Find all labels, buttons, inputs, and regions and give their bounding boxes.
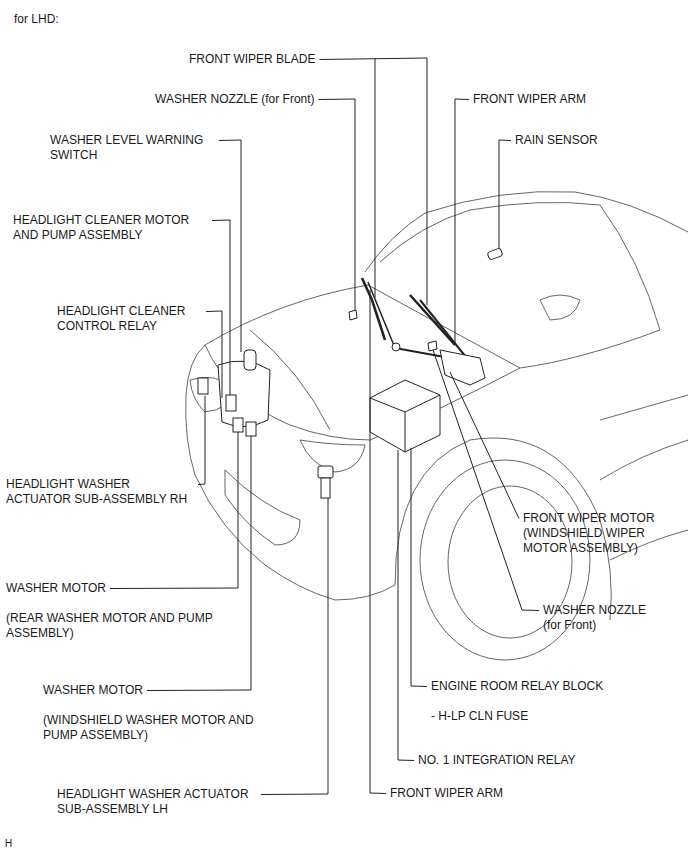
leader-line — [499, 140, 511, 248]
grille — [225, 470, 300, 545]
part-label: WASHER NOZZLE (for Front) — [155, 92, 315, 107]
part-label: FRONT WIPER ARM — [473, 92, 586, 107]
parts — [198, 248, 503, 498]
part-label: WASHER LEVEL WARNING SWITCH — [50, 133, 215, 163]
leader-line — [212, 220, 230, 395]
door-line — [600, 395, 688, 420]
washer-tank — [218, 361, 270, 427]
wiper-motor — [440, 350, 485, 385]
part-label: (WINDSHIELD WASHER MOTOR AND PUMP ASSEMB… — [43, 713, 265, 743]
leader-line — [198, 396, 205, 485]
cowl-line — [368, 285, 660, 368]
side-line — [600, 440, 688, 480]
part-label: - H-LP CLN FUSE — [431, 709, 528, 724]
bumper — [186, 345, 395, 600]
diagram-title: for LHD: — [14, 12, 59, 27]
part-label: HEADLIGHT WASHER ACTUATOR SUB-ASSEMBLY L… — [57, 787, 257, 817]
part-label: ENGINE ROOM RELAY BLOCK — [431, 679, 603, 694]
leader-line — [411, 448, 427, 687]
leader-line — [375, 58, 376, 298]
part-label: NO. 1 INTEGRATION RELAY — [418, 753, 576, 768]
filler-neck — [244, 350, 256, 370]
part-label: WASHER NOZZLE (for Front) — [543, 603, 663, 633]
washer-motor — [246, 422, 256, 436]
part-label: FRONT WIPER BLADE — [189, 52, 315, 67]
part-label: HEADLIGHT CLEANER MOTOR AND PUMP ASSEMBL… — [13, 213, 208, 243]
leader-line — [261, 498, 328, 795]
wiper-arm — [368, 282, 395, 348]
leader-line — [110, 432, 238, 589]
leader-line — [450, 372, 519, 519]
part-label: HEADLIGHT CLEANER CONTROL RELAY — [57, 304, 202, 334]
roof-line — [365, 191, 688, 272]
mirror — [540, 295, 580, 320]
wiper-blade-2 — [410, 295, 455, 345]
washer-nozzle — [349, 310, 357, 320]
part-label: WASHER MOTOR — [43, 683, 143, 698]
a-pillar — [600, 205, 660, 330]
leader-branches — [375, 58, 376, 298]
part-label: FRONT WIPER ARM — [390, 786, 503, 801]
part-label: RAIN SENSOR — [515, 133, 598, 148]
part-label: (REAR WASHER MOTOR AND PUMP ASSEMBLY) — [6, 611, 226, 641]
relay-block — [370, 380, 440, 452]
leader-line — [319, 58, 427, 305]
windshield-top — [380, 202, 600, 262]
headlight-washer-lh-body — [321, 478, 330, 498]
leader-line — [370, 290, 386, 794]
car-body — [186, 191, 688, 660]
washer-motor — [233, 418, 243, 432]
pivot — [392, 343, 400, 351]
part-label: WASHER MOTOR — [6, 581, 106, 596]
washer-nozzle — [428, 341, 437, 351]
part-label: HEADLIGHT WASHER ACTUATOR SUB-ASSEMBLY R… — [6, 477, 194, 507]
headlight-washer-lh — [318, 466, 333, 478]
rain-sensor — [487, 248, 503, 260]
leader-line — [398, 450, 414, 761]
leader-line — [206, 311, 222, 398]
hood-rear — [205, 285, 368, 345]
cleaner-relay — [226, 395, 236, 411]
part-label: FRONT WIPER MOTOR (WINDSHIELD WIPER MOTO… — [523, 511, 663, 556]
leader-line — [433, 350, 539, 611]
relay-block-edge — [370, 395, 440, 452]
wiper-blade — [362, 278, 385, 340]
leader-line — [319, 99, 355, 310]
headlight-washer-rh — [198, 378, 208, 394]
leader-line — [455, 99, 469, 345]
figure-code: H — [5, 836, 12, 851]
leader-line — [147, 436, 251, 691]
